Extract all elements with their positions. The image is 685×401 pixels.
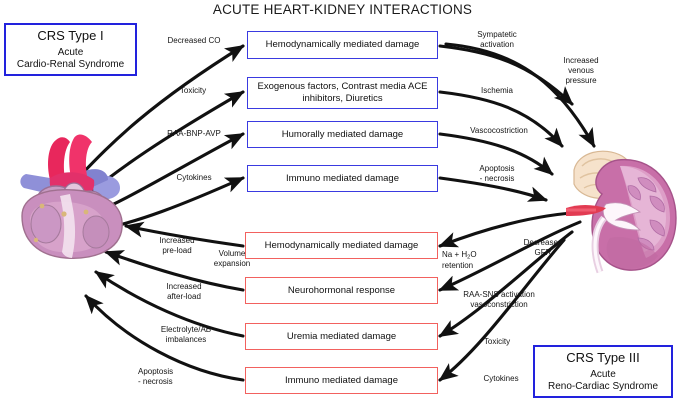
label-electrolyte-ab-imbalances: Electrolyte/AB imbalances bbox=[160, 325, 212, 344]
crs-type-3-box: CRS Type III Acute Reno-Cardiac Syndrome bbox=[533, 345, 673, 398]
label-apoptosis-necrosis-reno: Apoptosis - necrosis bbox=[138, 367, 174, 386]
arrow-box-to-kidney-1 bbox=[438, 44, 574, 106]
crs-type-1-title: CRS Type I bbox=[37, 28, 104, 44]
label-vascocostriction: Vascocostriction bbox=[470, 126, 528, 135]
kidney-illustration bbox=[566, 150, 677, 274]
arrow-box-to-heart-7 bbox=[94, 270, 245, 338]
label-ischemia: Ischemia bbox=[480, 86, 513, 95]
label-decreased-co: Decreased CO bbox=[167, 36, 221, 45]
box-label: Humorally mediated damage bbox=[281, 128, 404, 140]
label-volume-expansion: Volume expansion bbox=[213, 249, 251, 268]
heart-illustration bbox=[20, 134, 123, 259]
label-raa-bnp-avp: RAA-BNP-AVP bbox=[167, 129, 221, 138]
label-sympatetic-activation: Sympatetic activation bbox=[477, 30, 517, 49]
label-toxicity-reno: Toxicity bbox=[483, 337, 511, 346]
arrow-box-to-heart-6 bbox=[104, 250, 245, 292]
box-immuno-mediated-damage-cardio: Immuno mediated damage bbox=[247, 165, 438, 192]
label-increased-pre-load: Increased pre-load bbox=[159, 236, 195, 255]
arrow-box-to-kidney-3 bbox=[438, 132, 554, 176]
crs-type-3-line2: Reno-Cardiac Syndrome bbox=[547, 381, 659, 393]
label-toxicity-cardio: Toxicity bbox=[179, 86, 207, 95]
box-humorally-mediated-damage: Humorally mediated damage bbox=[247, 121, 438, 148]
box-label: Exogenous factors, Contrast media ACE in… bbox=[257, 81, 428, 104]
label-cytokines-cardio: Cytokines bbox=[176, 173, 212, 182]
box-label: Hemodynamically mediated damage bbox=[265, 39, 420, 51]
label-na-h2o-retention: Na + H2O retention bbox=[442, 250, 508, 271]
box-hemodynamically-mediated-damage-cardio: Hemodynamically mediated damage bbox=[247, 31, 438, 59]
arrow-kidney-to-box-8 bbox=[438, 238, 566, 382]
label-apoptosis-necrosis-cardio: Apoptosis - necrosis bbox=[479, 164, 515, 183]
label-na-h2o-subscript: 2 bbox=[467, 254, 471, 261]
crs-type-1-box: CRS Type I Acute Cardio-Renal Syndrome bbox=[4, 23, 137, 76]
arrow-increased-venous-pressure bbox=[444, 42, 596, 148]
box-hemodynamically-mediated-damage-reno: Hemodynamically mediated damage bbox=[245, 232, 438, 259]
crs-type-3-title: CRS Type III bbox=[566, 350, 640, 366]
label-increased-venous-pressure: Increased venous pressure bbox=[563, 56, 599, 85]
arrow-box-to-kidney-2 bbox=[438, 90, 564, 148]
box-exogenous-factors: Exogenous factors, Contrast media ACE in… bbox=[247, 77, 438, 109]
arrow-box-to-heart-8 bbox=[84, 294, 245, 382]
box-immuno-mediated-damage-reno: Immuno mediated damage bbox=[245, 367, 438, 394]
arrow-heart-to-box-1 bbox=[76, 44, 245, 180]
crs-type-1-line1: Acute bbox=[57, 47, 84, 59]
label-na-h2o-retention-text: Na + H bbox=[442, 250, 468, 259]
label-cytokines-reno: Cytokines bbox=[483, 374, 519, 383]
box-label: Neurohormonal response bbox=[287, 284, 396, 296]
box-uremia-mediated-damage: Uremia mediated damage bbox=[245, 323, 438, 350]
label-increased-after-load: Increased after-load bbox=[166, 282, 202, 301]
box-label: Uremia mediated damage bbox=[286, 330, 397, 342]
box-neurohormonal-response: Neurohormonal response bbox=[245, 277, 438, 304]
arrow-kidney-to-box-6 bbox=[438, 220, 582, 292]
label-decreased-gfr: Decreased GFR bbox=[523, 238, 563, 257]
box-label: Immuno mediated damage bbox=[285, 172, 399, 184]
figure-title: ACUTE HEART-KIDNEY INTERACTIONS bbox=[212, 2, 473, 17]
arrow-box-to-heart-5 bbox=[124, 221, 245, 248]
crs-type-3-line1: Acute bbox=[590, 369, 616, 381]
box-label: Hemodynamically mediated damage bbox=[264, 239, 419, 251]
box-label: Immuno mediated damage bbox=[284, 374, 398, 386]
arrow-kidney-to-box-7 bbox=[438, 230, 574, 338]
label-raa-sns-activation: RAA-SNS activation vasoconstriction bbox=[463, 290, 535, 309]
label-na-h2o-retention-rest: O retention bbox=[442, 250, 477, 271]
arrow-box-to-kidney-4 bbox=[438, 176, 548, 202]
crs-type-1-line2: Cardio-Renal Syndrome bbox=[16, 59, 125, 71]
